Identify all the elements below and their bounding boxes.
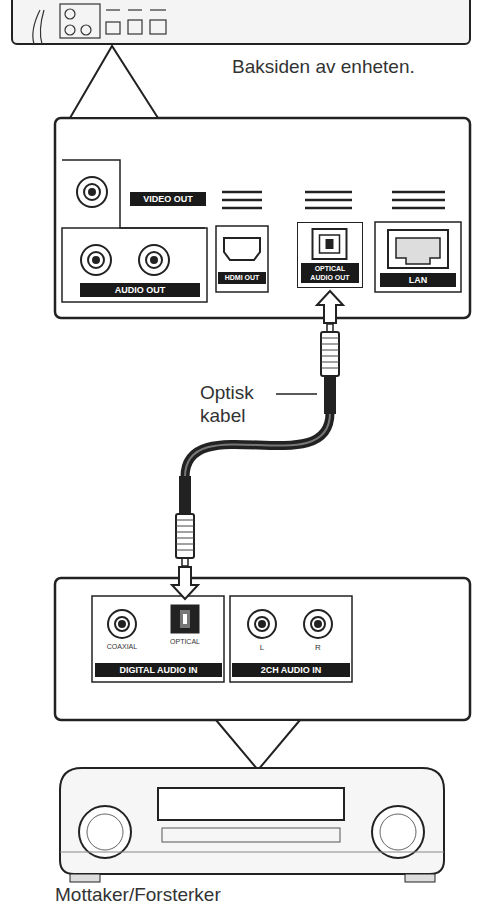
optical-socket (301, 223, 358, 263)
optical-port: OPTICAL (162, 602, 208, 646)
port-label: 2CH AUDIO IN (232, 663, 350, 677)
arrowhead (172, 567, 198, 599)
device-caption: Baksiden av enheten. (232, 56, 477, 78)
optical-cable (172, 291, 343, 599)
channel-label: L (256, 642, 268, 653)
cable-label: Optisk kabel (198, 381, 272, 427)
zoom-panel (55, 118, 470, 318)
port-label: AUDIO OUT (80, 283, 200, 297)
port-label: LAN (380, 273, 456, 287)
player-body (12, 0, 470, 44)
port-label: HDMI OUT (218, 272, 266, 284)
player-ports (33, 4, 166, 44)
arrowhead (317, 291, 343, 323)
port-label: COAXIAL (98, 642, 146, 652)
port-label: DIGITAL AUDIO IN (95, 663, 222, 677)
port-label: VIDEO OUT (130, 192, 206, 206)
lan-port (388, 230, 448, 268)
device-caption: Mottaker/Forsterker (55, 884, 355, 906)
marker-bars (222, 192, 445, 208)
port-label: OPTICAL AUDIO OUT (301, 263, 359, 283)
receiver (60, 768, 444, 882)
optical-socket (162, 602, 208, 634)
port-label: OPTICAL (162, 637, 208, 646)
rca-jack (108, 610, 332, 638)
callout-pointer (70, 46, 158, 118)
optical-port: OPTICAL AUDIO OUT (297, 222, 363, 288)
channel-label: R (312, 642, 324, 653)
zoom-panel (55, 578, 470, 720)
callout-pointer (216, 720, 300, 770)
hdmi-port (224, 238, 260, 260)
leader-line (276, 393, 317, 395)
